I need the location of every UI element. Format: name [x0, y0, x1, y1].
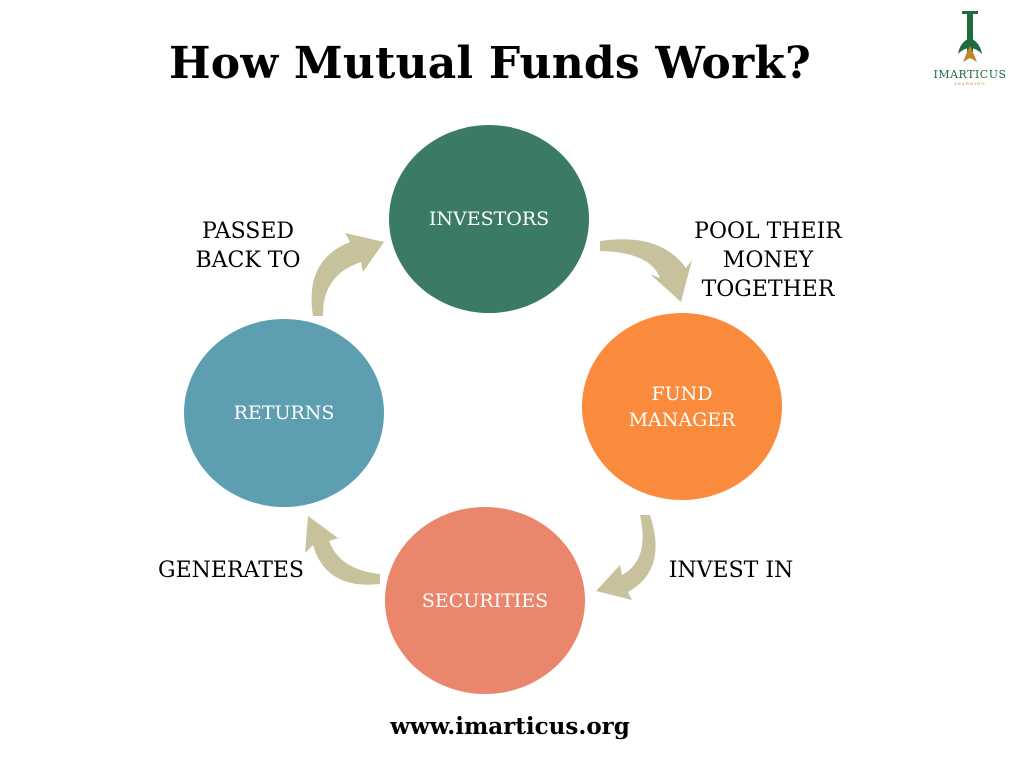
- investors-label: INVESTORS: [428, 208, 550, 230]
- footer-url: www.imarticus.org: [390, 713, 630, 740]
- returns-node: RETURNS: [184, 319, 384, 507]
- imarticus-logo: IMARTICUS LEARNING: [930, 8, 1010, 88]
- edge-label-generates-text: GENERATES: [158, 558, 304, 583]
- edge-label-passed: PASSED BACK TO: [192, 217, 304, 275]
- logo-wordmark: IMARTICUS: [933, 68, 1007, 81]
- edge-label-passed-line2: BACK TO: [195, 248, 301, 273]
- arrow-invest-icon: [596, 515, 656, 600]
- edge-label-pool-line2: TOGETHER: [701, 277, 835, 302]
- page-title: How Mutual Funds Work?: [169, 38, 811, 89]
- edge-label-invest: INVEST IN: [668, 556, 794, 585]
- logo-subtitle: LEARNING: [954, 81, 986, 86]
- arrow-passed-icon: [311, 233, 384, 316]
- fund-manager-label-line1: FUND: [651, 382, 713, 405]
- edge-label-pool-line1: POOL THEIR MONEY: [694, 219, 842, 273]
- returns-label: RETURNS: [233, 402, 335, 424]
- securities-label: SECURITIES: [421, 589, 549, 612]
- arrow-pool-icon: [600, 239, 692, 302]
- logo-mark-icon: [958, 11, 982, 62]
- securities-node: SECURITIES: [385, 507, 585, 694]
- arrow-generates-icon: [305, 516, 380, 585]
- edge-label-generates: GENERATES: [158, 556, 304, 585]
- edge-label-passed-line1: PASSED: [201, 219, 295, 244]
- edge-label-pool: POOL THEIR MONEY TOGETHER: [650, 217, 886, 304]
- fund-manager-node: FUND MANAGER: [582, 313, 782, 500]
- fund-manager-label-line2: MANAGER: [628, 408, 736, 431]
- edge-label-invest-text: INVEST IN: [668, 558, 794, 583]
- investors-node: INVESTORS: [389, 125, 589, 313]
